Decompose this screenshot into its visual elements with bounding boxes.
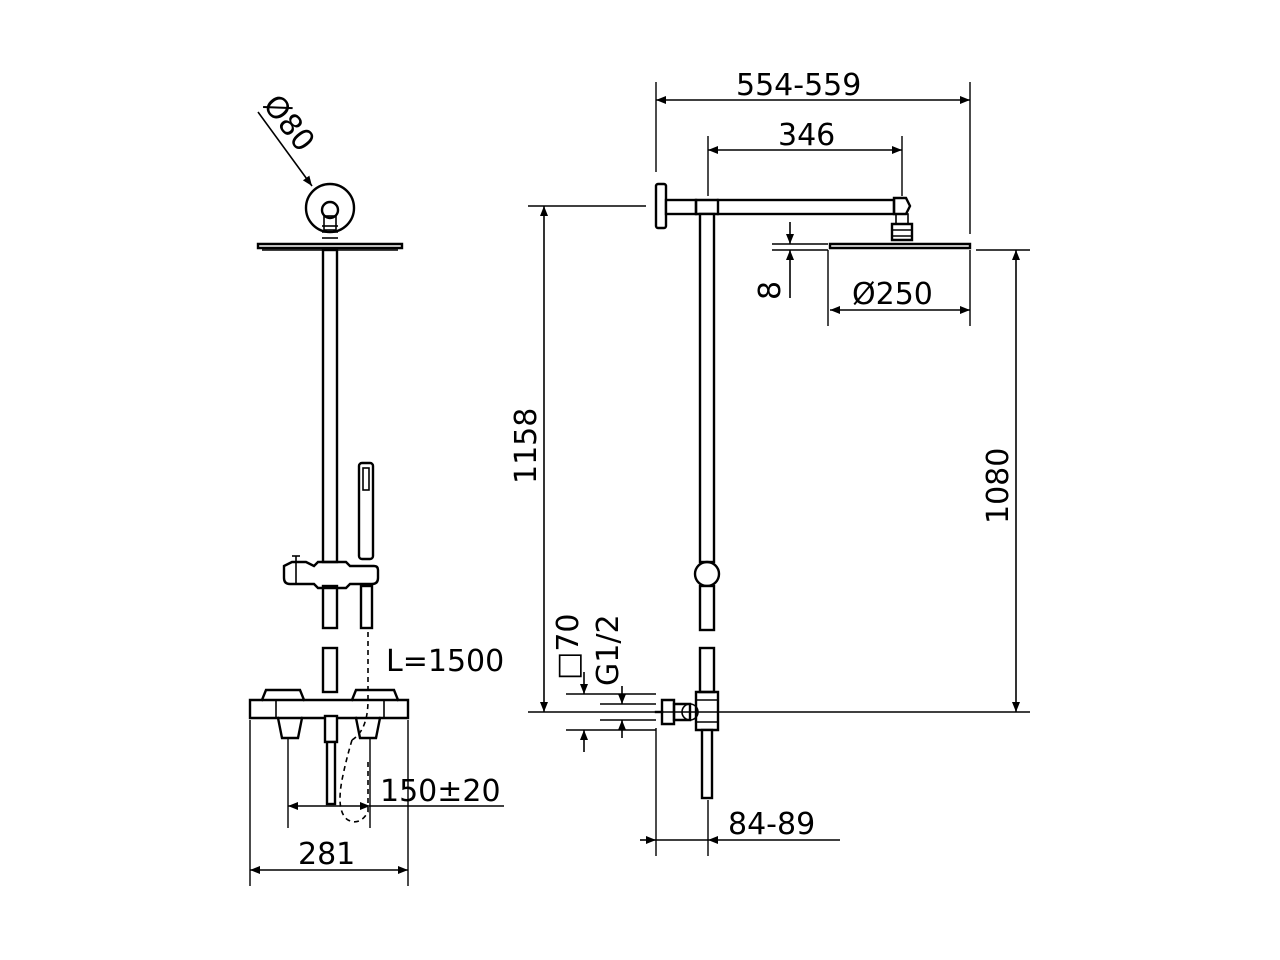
total-projection-label: 554-559 bbox=[736, 68, 861, 103]
slide-holder bbox=[282, 555, 380, 590]
riser-height-label: 1158 bbox=[509, 408, 544, 484]
hose-length-label: L=1500 bbox=[386, 644, 504, 679]
head-mount-diameter-dimension: Ø80 bbox=[256, 88, 321, 187]
total-projection-dimension: 554-559 bbox=[655, 68, 971, 234]
front-view: Ø80 bbox=[248, 88, 504, 886]
square-flange-label: □70 bbox=[551, 613, 586, 680]
wall-distance-dimension: 84-89 bbox=[640, 728, 840, 856]
side-view: 554-559 346 bbox=[509, 68, 1030, 856]
mixer-width-dimension: 281 bbox=[249, 720, 409, 886]
head-height-dimension: 1080 bbox=[976, 249, 1030, 712]
inlet-centers-dimension: 150±20 bbox=[287, 738, 504, 828]
arm-length-dimension: 346 bbox=[707, 118, 903, 196]
riser-pipe-side bbox=[693, 212, 721, 694]
wall-connection bbox=[654, 690, 720, 800]
mixer-width-label: 281 bbox=[298, 837, 355, 872]
riser-height-dimension: 1158 bbox=[509, 205, 646, 712]
arm-length-label: 346 bbox=[778, 118, 835, 153]
wall-distance-label: 84-89 bbox=[728, 807, 815, 842]
flange-thread-dimensions: □70 G1/2 bbox=[551, 613, 656, 752]
head-thickness-dimension: 8 bbox=[753, 222, 828, 300]
head-diameter-dimension: Ø250 bbox=[830, 277, 970, 314]
head-height-label: 1080 bbox=[981, 448, 1016, 524]
hand-shower bbox=[357, 461, 375, 630]
hose: L=1500 bbox=[339, 632, 504, 823]
riser-pipe-front bbox=[321, 248, 339, 694]
shower-head-side bbox=[827, 242, 972, 326]
head-thickness-label: 8 bbox=[753, 281, 788, 300]
head-diameter-label: Ø250 bbox=[852, 277, 933, 312]
thread-label: G1/2 bbox=[591, 614, 626, 686]
shower-arm bbox=[654, 182, 914, 242]
shower-head-mount bbox=[304, 182, 356, 239]
inlet-centers-label: 150±20 bbox=[380, 774, 501, 809]
